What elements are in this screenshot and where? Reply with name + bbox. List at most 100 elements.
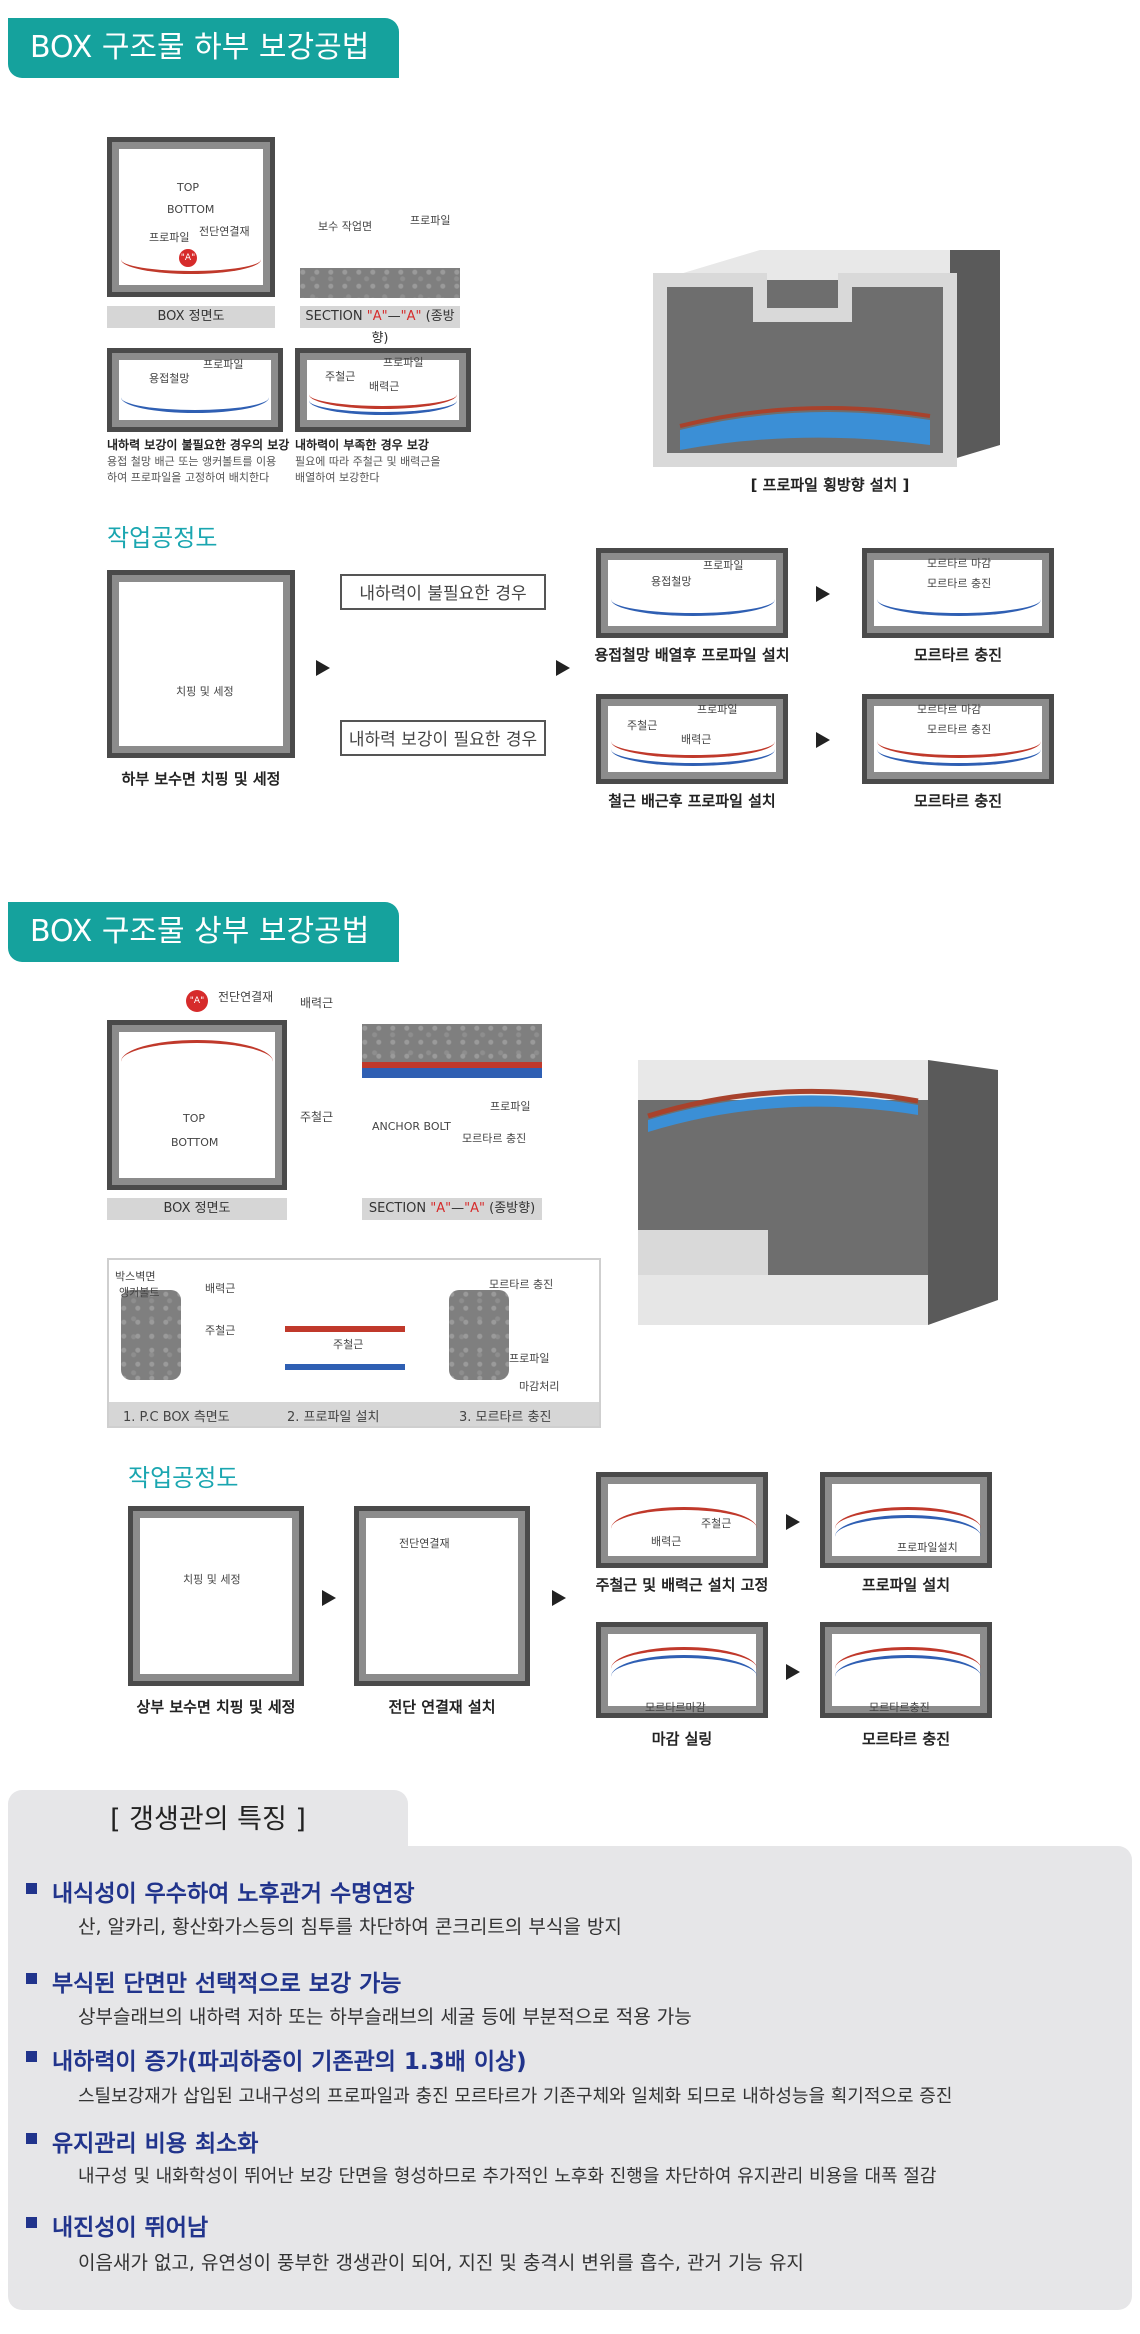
lower-a2-box: 모르타르 마감 모르타르 충진 [862,548,1054,638]
b2-fill: 모르타르 충진 [927,723,992,736]
weld-mesh-label: 용접철망 [149,372,190,385]
feature-5-desc: 이음새가 없고, 유연성이 풍부한 갱생관이 되어, 지진 및 충격시 변위를 … [78,2252,804,2274]
case2-caption-title: 내하력이 부족한 경우 보강 [295,438,429,452]
detail-box-wall: 박스벽면 [115,1270,156,1283]
a2-fill: 모르타르 충진 [927,577,992,590]
lower-iso-caption: [ 프로파일 횡방향 설치 ] [750,476,910,494]
case-a-box: 내하력이 불필요한 경우 [340,574,546,610]
feature-5-title: 내진성이 뛰어남 [25,2208,208,2242]
detail-cap-3: 3. 모르타르 충진 [459,1410,552,1425]
lower-section-label: SECTION "A"—"A" (종방향) [300,306,460,346]
b2-finish: 모르타르 마감 [917,703,982,716]
lower-a1-caption: 용접철망 배열후 프로파일 설치 [594,646,790,664]
repair-surface-label: 보수 작업면 [318,220,373,233]
case2-dist-label: 배력근 [369,380,400,393]
case1-profile-label: 프로파일 [203,358,244,371]
lower-step1-box: 치핑 및 세정 [107,570,295,758]
a2-finish: 모르타르 마감 [927,557,992,570]
upper-section-fill: 모르타르 충진 [462,1132,527,1145]
upper-front-label: BOX 정면도 [107,1198,287,1220]
detail-cap-2: 2. 프로파일 설치 [287,1410,380,1425]
section-prefix: SECTION [305,309,363,324]
detail-main: 주철근 [205,1324,236,1337]
case1-caption-title: 내하력 보강이 불필요한 경우의 보강 [107,438,290,452]
s4-note: 프로파일설치 [897,1541,958,1554]
arrow-icon [816,586,830,602]
upper-s6-caption: 모르타르 충진 [861,1730,951,1748]
lower-b1-box: 주철근 배력근 프로파일 [596,694,788,784]
upper-top-label: TOP [183,1112,206,1125]
case2-profile-label: 프로파일 [383,356,424,369]
anchor-bolt-label: ANCHOR BOLT [372,1120,451,1133]
top-label: TOP [177,181,200,194]
feature-1-title: 내식성이 우수하여 노후관거 수명연장 [26,1874,415,1908]
upper-s1-caption: 상부 보수면 치핑 및 세정 [136,1698,296,1716]
upper-main-label: 주철근 [300,1110,334,1124]
detail2-main: 주철근 [333,1338,364,1351]
upper-detail-panel: 박스벽면 앵커볼트 배력근 주철근 주철근 모르타르 충진 프로파일 마감처리 … [107,1258,601,1428]
upper-s6-box: 모르타르충진 [820,1622,992,1718]
b1-profile: 프로파일 [697,703,738,716]
a1-profile: 프로파일 [703,559,744,572]
marker-a: "A" [179,249,197,267]
lower-b2-caption: 모르타르 충진 [913,792,1003,810]
section-marker-a: "A" [366,309,388,324]
lower-b2-box: 모르타르 마감 모르타르 충진 [862,694,1054,784]
arrow-icon [322,1590,336,1606]
upper-s4-caption: 프로파일 설치 [861,1576,951,1594]
arrow-icon [786,1514,800,1530]
upper-s5-box: 모르타르마감 [596,1622,768,1718]
arrow-icon [816,732,830,748]
detail3-profile: 프로파일 [509,1352,550,1365]
upper-s3-caption: 주철근 및 배력근 설치 고정 [595,1576,769,1594]
a1-weld: 용접철망 [651,575,692,588]
detail3-fill: 모르타르 충진 [489,1278,554,1291]
case2-caption-l2: 배열하여 보강한다 [295,471,380,484]
lower-case1-diagram: 용접철망 프로파일 [107,348,283,432]
case-b-box: 내하력 보강이 필요한 경우 [340,720,546,756]
upper-iso-box [638,1060,998,1325]
s2-note: 전단연결재 [399,1537,450,1550]
section-marker-a2: "A" [400,309,422,324]
feature-4-title: 유지관리 비용 최소화 [25,2124,258,2158]
upper-dist-label: 배력근 [300,996,334,1010]
lower-front-diagram: TOP BOTTOM 프로파일 전단연결재 "A" [107,137,275,297]
s3-dist: 배력근 [651,1535,682,1548]
upper-process-title: 작업공정도 [128,1464,239,1492]
feature-2-title: 부식된 단면만 선택적으로 보강 가능 [25,1964,401,1998]
feature-3-title: 내하력이 증가(파괴하중이 기존관의 1.3배 이상) [26,2042,527,2076]
case2-caption: 내하력이 부족한 경우 보강 필요에 따라 주철근 및 배력근을 배열하여 보강… [295,436,495,485]
upper-s4-box: 프로파일설치 [820,1472,992,1568]
lower-a1-box: 용접철망 프로파일 [596,548,788,638]
upper-bottom-label: BOTTOM [171,1136,219,1149]
b1-main: 주철근 [627,719,658,732]
feature-4-desc: 내구성 및 내화학성이 뛰어난 보강 단면을 형성하므로 추가적인 노후화 진행… [78,2166,937,2187]
upper-section-profile: 프로파일 [490,1100,531,1113]
s3-main: 주철근 [701,1517,732,1530]
arrow-icon [556,660,570,676]
case1-caption-l2: 하여 프로파일을 고정하여 배치한다 [107,471,270,484]
arrow-icon [552,1590,566,1606]
upper-section-suffix: (종방향) [489,1201,536,1216]
chipping-note: 치핑 및 세정 [176,685,234,698]
b1-dist: 배력근 [681,733,712,746]
features-tab: [ 갱생관의 특징 ] [8,1790,408,1850]
upper-s5-caption: 마감 실링 [651,1730,713,1748]
features-panel: 내식성이 우수하여 노후관거 수명연장 산, 알카리, 황산화가스등의 침투를 … [8,1846,1132,2310]
upper-marker-a: "A" [186,990,208,1012]
detail-dist: 배력근 [205,1282,236,1295]
arrow-icon [786,1664,800,1680]
detail-anchor: 앵커볼트 [119,1286,160,1299]
lower-iso-box [653,250,1000,467]
bottom-label: BOTTOM [167,203,215,216]
lower-front-label: BOX 정면도 [107,306,275,328]
detail3-finish: 마감처리 [519,1380,560,1393]
arrow-icon [316,660,330,676]
section-profile-label: 프로파일 [410,214,451,227]
lower-b1-caption: 철근 배근후 프로파일 설치 [608,792,776,810]
upper-s2-caption: 전단 연결재 설치 [388,1698,496,1716]
s1-note: 치핑 및 세정 [183,1573,241,1586]
feature-1-desc: 산, 알카리, 황산화가스등의 침투를 차단하여 콘크리트의 부식을 방지 [78,1916,622,1938]
upper-section-diagram: ANCHOR BOLT 프로파일 모르타르 충진 [362,1024,542,1164]
upper-section-prefix: SECTION [368,1201,427,1216]
